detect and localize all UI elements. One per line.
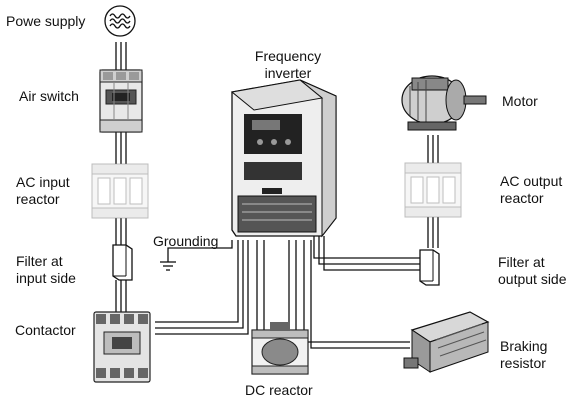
label-filter-output-line1: Filter at: [498, 254, 545, 271]
contactor-icon: [94, 312, 150, 382]
frequency-inverter-icon: [232, 80, 336, 236]
label-filter-input-line1: Filter at: [16, 253, 63, 270]
label-filter-input-line2: input side: [16, 270, 76, 287]
ac-power-source-icon: [105, 6, 135, 36]
label-braking-resistor-line2: resistor: [500, 355, 546, 372]
ac-input-reactor-icon: [92, 164, 148, 218]
label-frequency-inverter-line1: Frequency: [248, 48, 328, 65]
braking-resistor-wires: [304, 240, 410, 348]
braking-resistor-icon: [404, 312, 488, 372]
label-ac-input-reactor-line2: reactor: [16, 191, 60, 208]
dc-reactor-wires: [257, 240, 296, 330]
label-motor: Motor: [502, 93, 538, 110]
label-ac-output-reactor-line1: AC output: [500, 173, 562, 190]
output-filter-wires: [314, 236, 420, 270]
label-frequency-inverter-line2: inverter: [248, 65, 328, 82]
label-contactor: Contactor: [15, 322, 76, 339]
label-dc-reactor: DC reactor: [245, 382, 313, 399]
label-braking-resistor-line1: Braking: [500, 338, 547, 355]
filter-output-icon: [420, 250, 439, 285]
label-grounding: Grounding: [153, 233, 218, 250]
dc-reactor-icon: [252, 322, 308, 374]
ground-symbol-icon: [160, 262, 176, 270]
air-switch-icon: [100, 70, 142, 132]
contactor-wires: [155, 240, 248, 334]
label-air-switch: Air switch: [19, 88, 79, 105]
motor-icon: [402, 76, 486, 130]
filter-input-icon: [113, 245, 132, 280]
label-ac-output-reactor-line2: reactor: [500, 190, 544, 207]
label-power-supply: Powe supply: [6, 13, 85, 30]
ac-output-reactor-icon: [405, 163, 461, 217]
label-filter-output-line2: output side: [498, 271, 567, 288]
label-ac-input-reactor-line1: AC input: [16, 174, 70, 191]
